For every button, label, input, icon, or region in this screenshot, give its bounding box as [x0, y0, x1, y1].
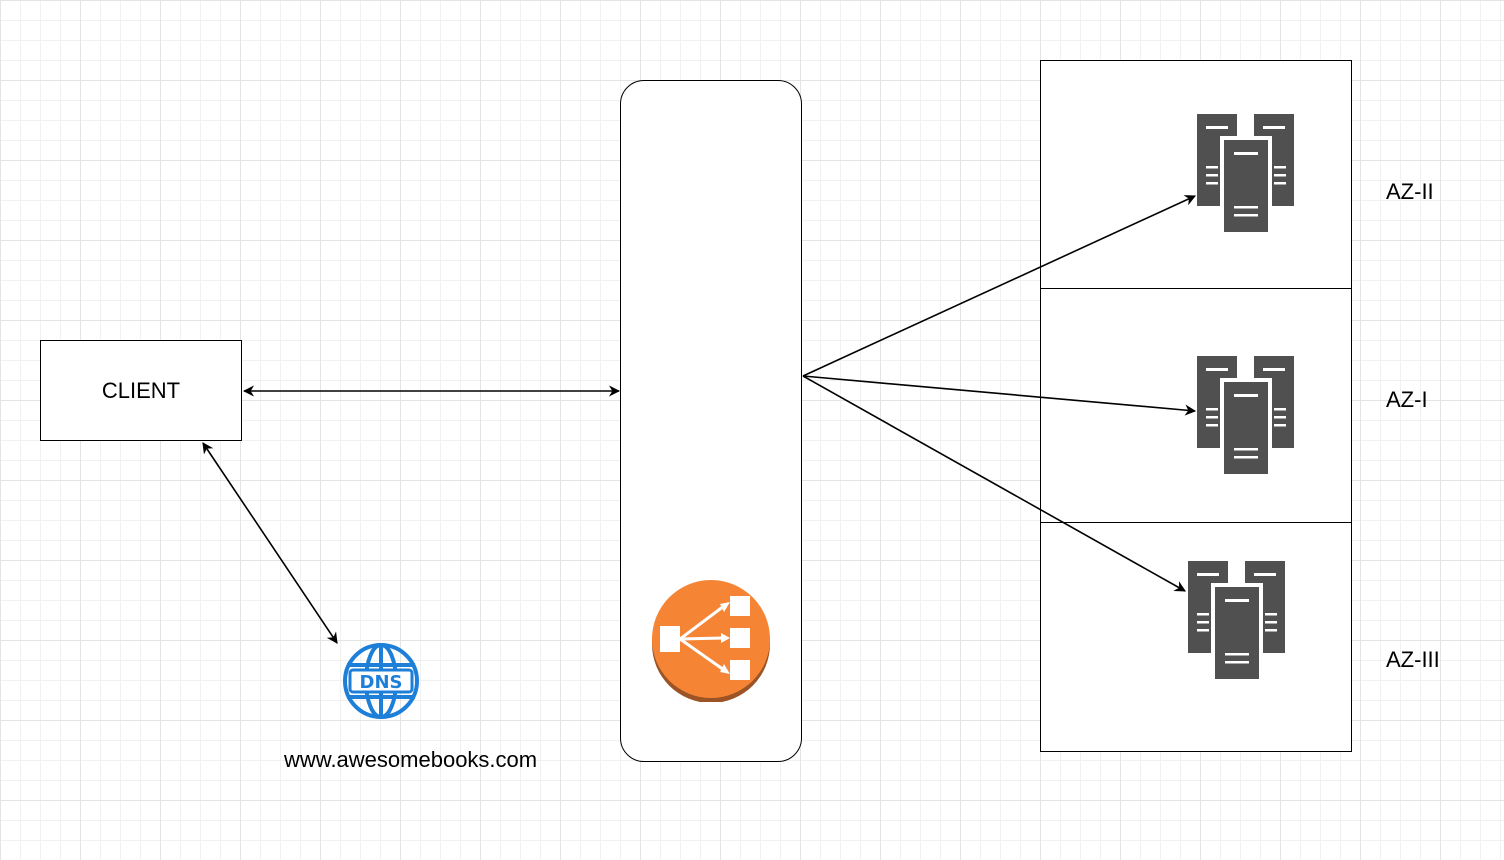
dns-icon-text: DNS	[360, 672, 403, 693]
az-ii-box[interactable]	[1040, 60, 1352, 290]
server-cluster-icon	[1197, 114, 1294, 232]
server-cluster-icon	[1197, 356, 1294, 474]
dns-domain-label: www.awesomebooks.com	[284, 747, 538, 772]
client-label: CLIENT	[101, 377, 181, 403]
az-ii-label: AZ-II	[1386, 179, 1434, 204]
az-i-label: AZ-I	[1386, 387, 1428, 412]
server-cluster-icon	[1188, 561, 1285, 679]
dns-icon: DNS	[343, 643, 419, 719]
client-dns-connector	[202, 442, 338, 644]
lb-az-iii-connector	[802, 375, 1186, 592]
load-balancer-icon	[652, 580, 770, 702]
lb-az-ii-connector	[802, 195, 1197, 377]
lb-az-i-connector	[802, 375, 1197, 416]
client-node[interactable]: CLIENT	[40, 340, 242, 441]
az-iii-label: AZ-III	[1386, 647, 1440, 672]
